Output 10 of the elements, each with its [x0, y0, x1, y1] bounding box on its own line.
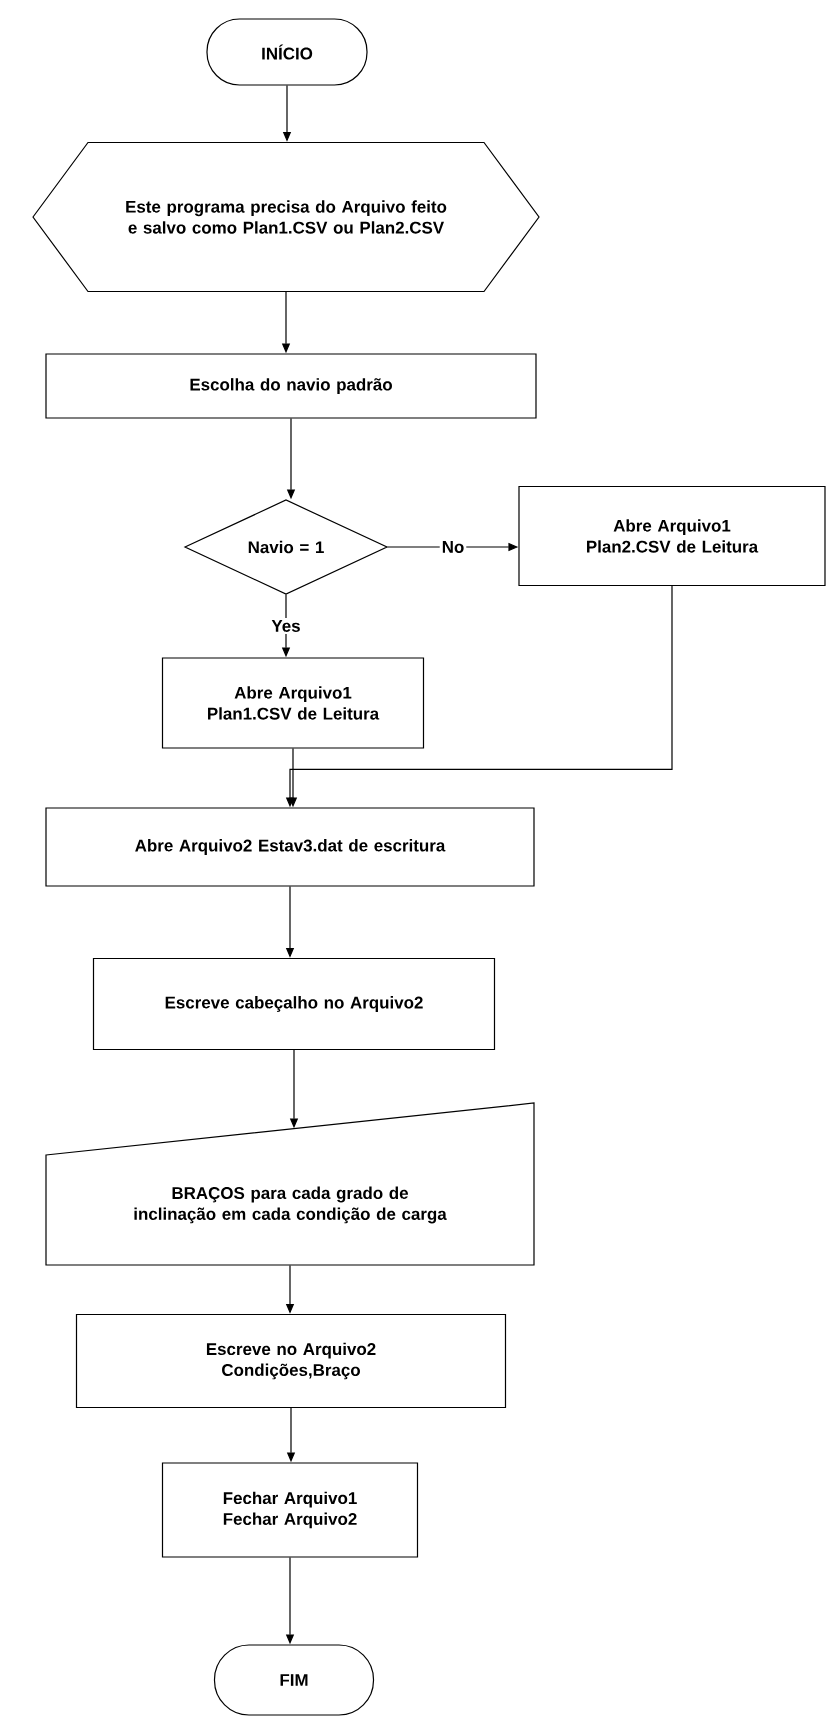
- process-box: Abre Arquivo1 Plan1.CSV de Leitura: [161, 657, 425, 749]
- process-box: Escolha do navio padrão: [45, 353, 537, 419]
- process-box: Escreve cabeçalho no Arquivo2: [92, 957, 496, 1051]
- process-box: Abre Arquivo1 Plan2.CSV de Leitura: [518, 485, 826, 587]
- process-box: Abre Arquivo2 Estav3.dat de escritura: [45, 807, 535, 887]
- process-box: Fechar Arquivo1 Fechar Arquivo2: [161, 1462, 419, 1558]
- edge-label: No: [439, 539, 467, 555]
- process-box: Escreve no Arquivo2 Condições,Braço: [75, 1313, 507, 1409]
- edge-label: Yes: [269, 618, 303, 634]
- preparation-hexagon: Este programa precisa do Arquivo feito e salvo como Plan1.CSV ou Plan2.CSV: [32, 141, 540, 293]
